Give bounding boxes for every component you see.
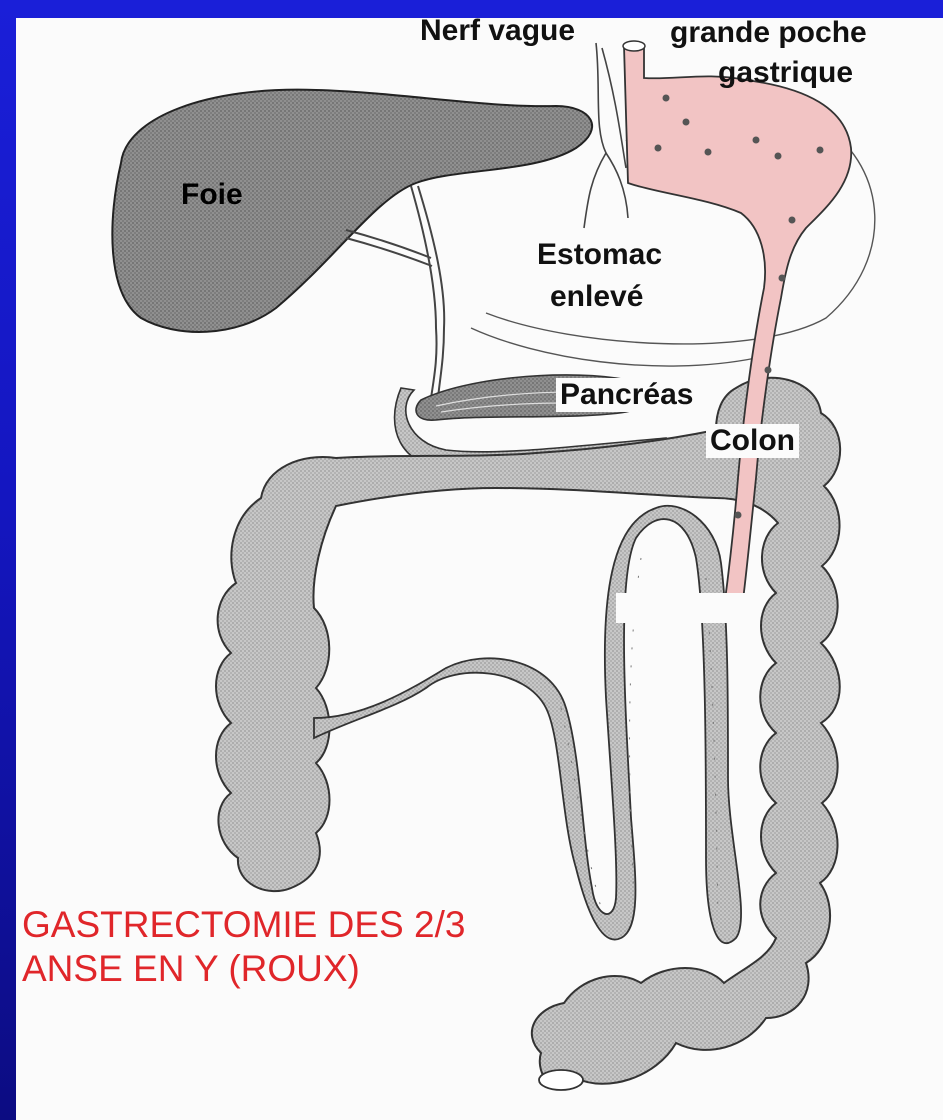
label-foie: Foie xyxy=(181,178,243,212)
vagus-nerve xyxy=(584,43,628,228)
label-estomac: Estomac xyxy=(537,238,662,272)
caption-line-1: GASTRECTOMIE DES 2/3 xyxy=(22,903,465,947)
rectum-opening xyxy=(539,1070,583,1090)
caption-line-2: ANSE EN Y (ROUX) xyxy=(22,947,465,991)
label-enleve: enlevé xyxy=(550,280,643,314)
esophagus-opening xyxy=(623,41,645,51)
diagram-panel: Nerf vague grande poche gastrique Foie E… xyxy=(16,18,943,1120)
label-nerf-vague: Nerf vague xyxy=(420,18,575,48)
label-pancreas: Pancréas xyxy=(556,378,697,412)
label-grande-poche: grande poche xyxy=(670,18,867,50)
label-gastrique: gastrique xyxy=(718,56,853,90)
caption: GASTRECTOMIE DES 2/3 ANSE EN Y (ROUX) xyxy=(22,903,465,991)
small-intestine-loop xyxy=(314,506,741,943)
cut-gap xyxy=(616,593,756,623)
label-colon: Colon xyxy=(706,424,799,458)
